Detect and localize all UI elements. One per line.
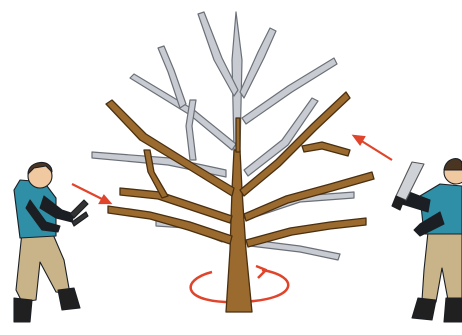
branch-top-kept — [236, 118, 240, 152]
left-worker-boot-left — [14, 298, 32, 322]
right-worker-boot-right — [444, 298, 462, 322]
